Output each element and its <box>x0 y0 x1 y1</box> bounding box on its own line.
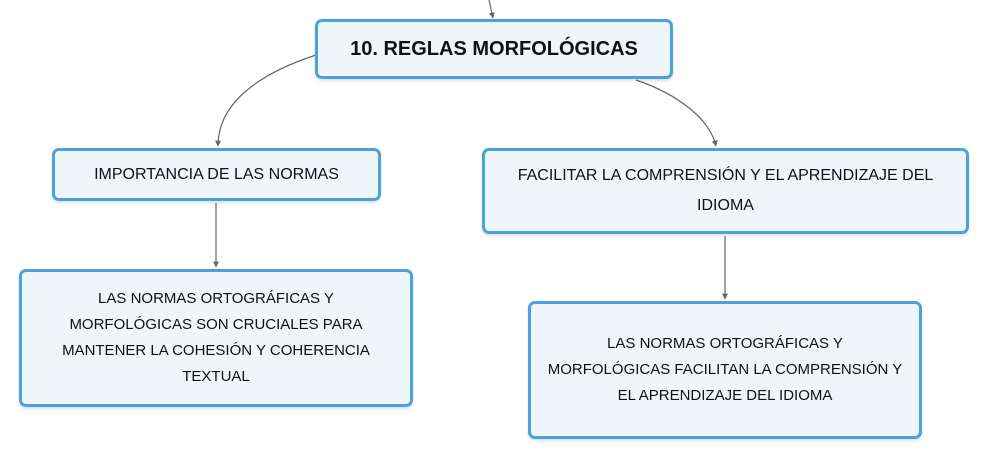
root-topic-label: 10. REGLAS MORFOLÓGICAS <box>350 38 638 60</box>
right-branch-node[interactable]: FACILITAR LA COMPRENSIÓN Y EL APRENDIZAJ… <box>482 148 969 234</box>
left-detail-label: LAS NORMAS ORTOGRÁFICAS Y MORFOLÓGICAS S… <box>62 290 370 385</box>
left-branch-node[interactable]: IMPORTANCIA DE LAS NORMAS <box>52 148 381 201</box>
left-detail-node[interactable]: LAS NORMAS ORTOGRÁFICAS Y MORFOLÓGICAS S… <box>19 269 413 407</box>
root-topic-node[interactable]: 10. REGLAS MORFOLÓGICAS <box>315 19 673 79</box>
connector-root-to-left-branch <box>215 54 317 147</box>
right-detail-node[interactable]: LAS NORMAS ORTOGRÁFICAS Y MORFOLÓGICAS F… <box>528 301 922 439</box>
right-detail-label: LAS NORMAS ORTOGRÁFICAS Y MORFOLÓGICAS F… <box>547 335 903 404</box>
connector-root-to-right-branch <box>635 79 718 147</box>
left-branch-label: IMPORTANCIA DE LAS NORMAS <box>94 165 339 183</box>
right-branch-label: FACILITAR LA COMPRENSIÓN Y EL APRENDIZAJ… <box>517 167 934 214</box>
connector-parent-to-root <box>488 0 495 19</box>
